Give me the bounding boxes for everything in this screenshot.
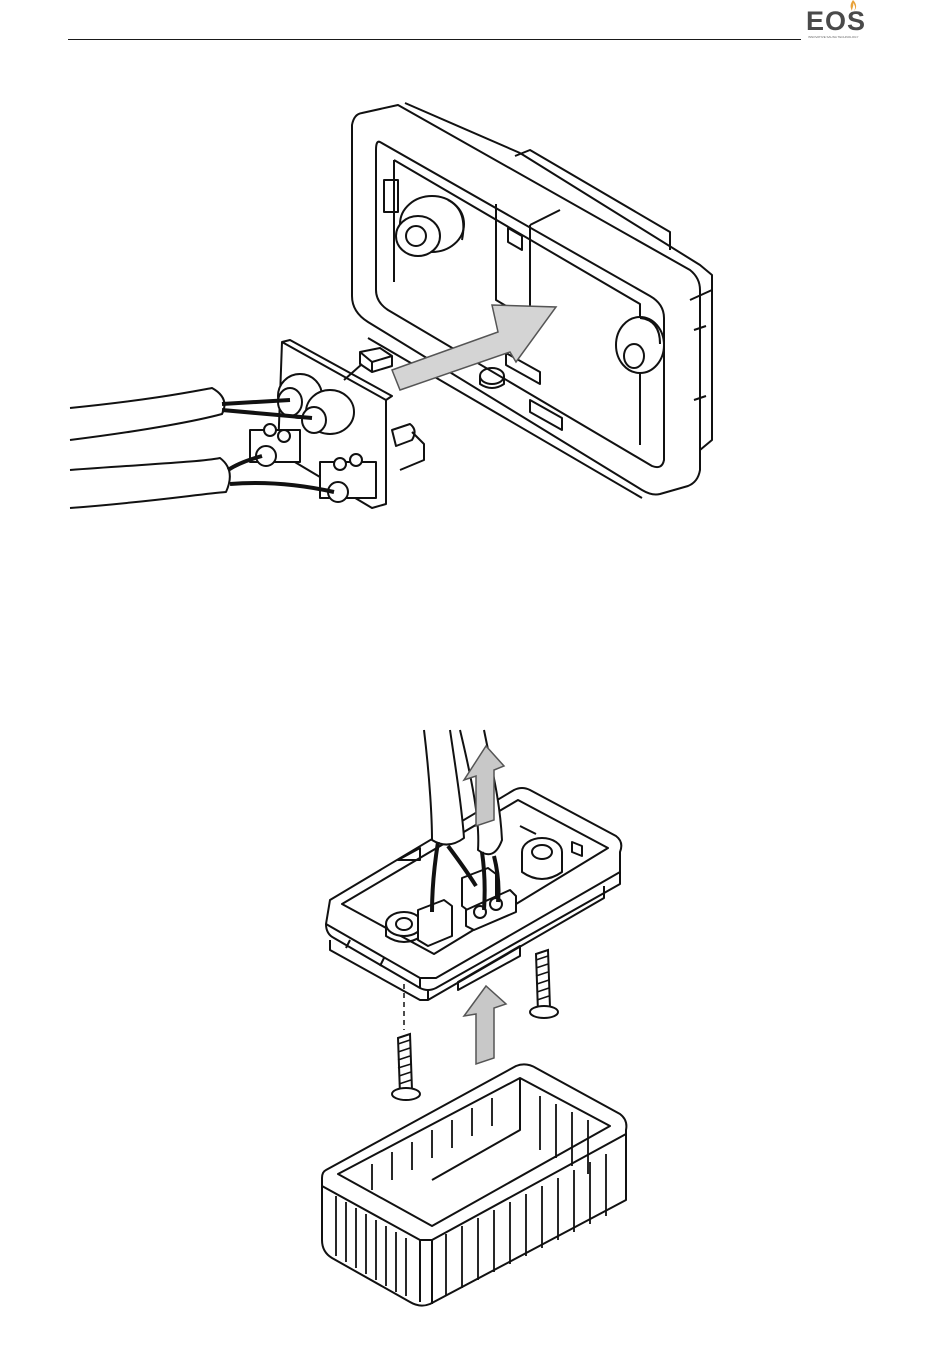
up-arrow-bottom — [464, 986, 506, 1064]
logo-text: EOS — [806, 6, 866, 36]
eos-logo: EOS INNOVATIVE SAUNA TECHNOLOGY — [804, 0, 874, 46]
sensor-mounting-illustration — [0, 80, 950, 530]
logo-tagline: INNOVATIVE SAUNA TECHNOLOGY — [808, 36, 872, 39]
header-rule — [68, 39, 801, 40]
sensor-housing-assembly-illustration — [0, 720, 950, 1320]
